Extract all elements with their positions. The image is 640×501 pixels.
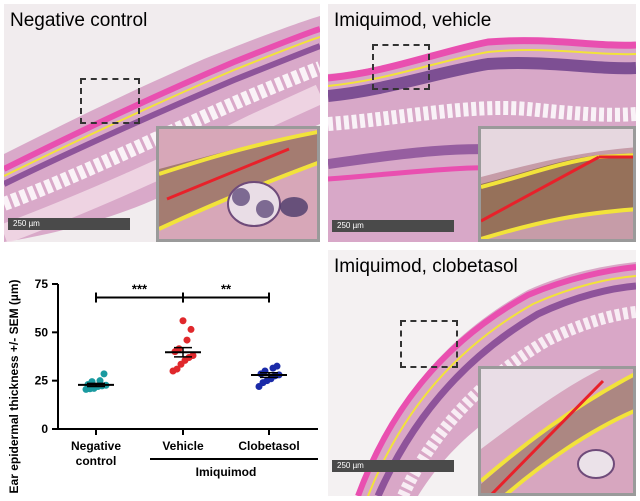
zoom-inset-image — [159, 129, 317, 239]
data-point — [179, 317, 187, 325]
y-tick-label: 75 — [35, 277, 49, 291]
zoom-region-box — [400, 320, 458, 368]
panel-title: Negative control — [10, 10, 148, 31]
data-point — [173, 365, 181, 373]
y-tick-label: 0 — [41, 422, 48, 436]
panel-imiquimod-clobetasol: Imiquimod, clobetasol 250 µm — [328, 250, 636, 496]
scale-bar: 250 µm — [8, 218, 130, 230]
significance-label: *** — [132, 282, 148, 297]
data-point — [183, 336, 191, 344]
scale-bar: 250 µm — [332, 460, 454, 472]
zoom-inset-image — [481, 129, 633, 239]
y-tick-label: 25 — [35, 374, 49, 388]
data-point — [96, 377, 104, 385]
y-axis-label: Ear epidermal thickness +/- SEM (µm) — [7, 280, 21, 494]
epidermal-thickness-chart: 0 25 50 75 Ear epidermal thickness +/- SEM (… — [7, 277, 318, 494]
data-point — [187, 325, 195, 333]
zoom-inset — [156, 126, 320, 242]
scale-bar: 250 µm — [332, 220, 454, 232]
zoom-inset — [478, 366, 636, 496]
x-category-label: Clobetasol — [238, 439, 299, 453]
x-category-label: Vehicle — [162, 439, 204, 453]
data-point — [100, 370, 108, 378]
group-label: Imiquimod — [196, 465, 257, 479]
data-point — [175, 345, 183, 353]
panel-title: Imiquimod, clobetasol — [334, 256, 518, 277]
significance-label: ** — [221, 282, 232, 297]
zoom-inset-image — [481, 369, 633, 493]
panel-imiquimod-vehicle: Imiquimod, vehicle 250 µm — [328, 4, 636, 242]
y-tick-label: 50 — [35, 325, 49, 339]
data-point — [273, 362, 281, 370]
panel-negative-control: Negative control 250 µm — [4, 4, 320, 242]
panel-title: Imiquimod, vehicle — [334, 10, 492, 31]
zoom-inset — [478, 126, 636, 242]
zoom-region-box — [80, 78, 140, 124]
zoom-region-box — [372, 44, 430, 90]
